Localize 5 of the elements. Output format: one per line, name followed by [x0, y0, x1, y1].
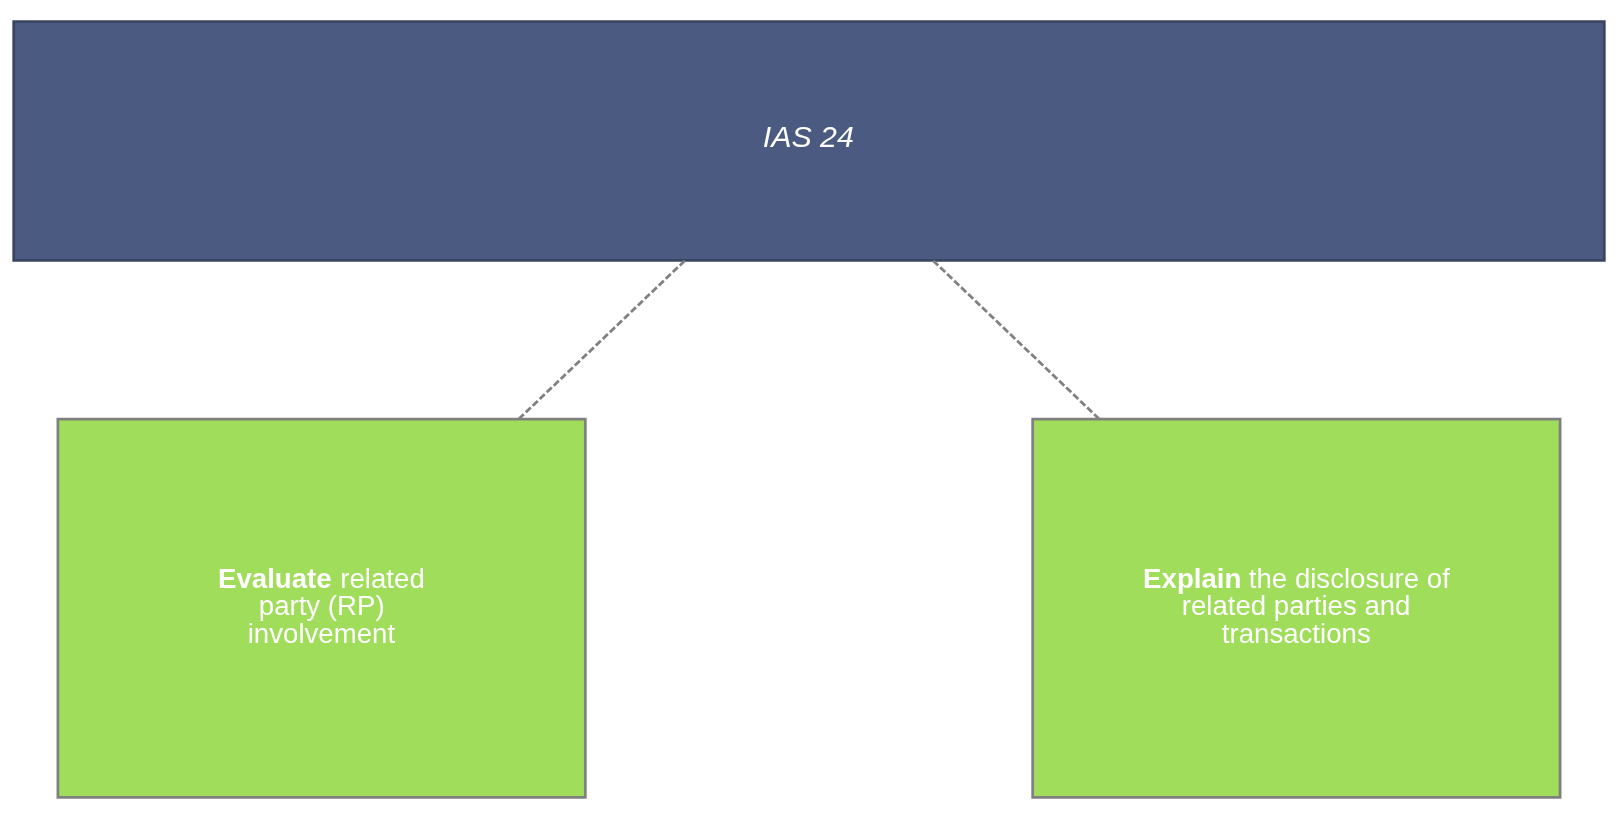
node-box: Evaluate related party (RP) involvement — [56, 417, 587, 799]
node-box: Explain the disclosure of related parties and transactions — [1031, 417, 1562, 799]
node-box: IAS 24 — [12, 20, 1606, 262]
connector — [518, 259, 686, 420]
connector — [932, 259, 1100, 420]
